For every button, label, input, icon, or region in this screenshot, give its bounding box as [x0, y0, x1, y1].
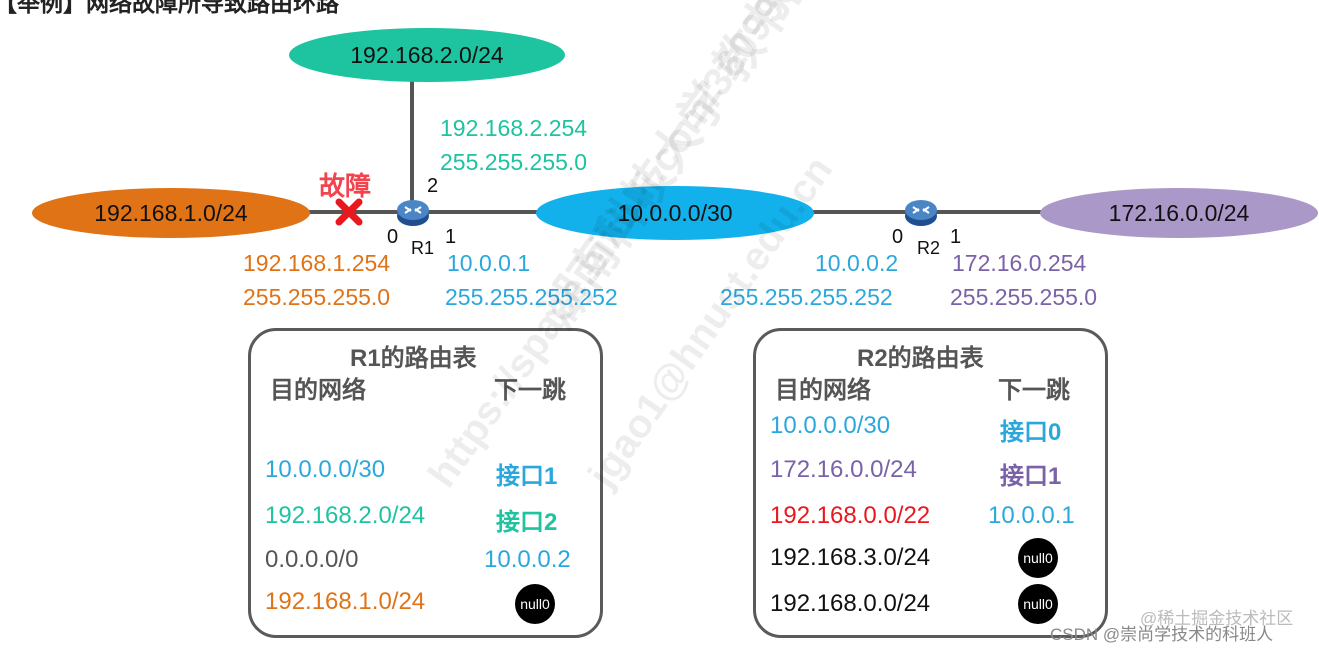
- r1-col-next: 下一跳: [494, 377, 566, 404]
- network-mid: 10.0.0.0/30: [536, 186, 814, 240]
- null0-badge: null0: [1018, 538, 1058, 578]
- table-row: 172.16.0.0/24: [770, 456, 917, 483]
- page-title: 【举例】网络故障所导致路由环路: [0, 0, 339, 16]
- table-row-next: 接口2: [496, 509, 558, 536]
- r1-port0-ip: 192.168.1.254: [243, 250, 391, 276]
- table-row: 192.168.0.0/24: [770, 590, 931, 617]
- router-r2-label: R2: [917, 238, 941, 258]
- null0-badge: null0: [1018, 584, 1058, 624]
- r1-port2-mask: 255.255.255.0: [440, 149, 588, 175]
- network-right: 172.16.0.0/24: [1040, 188, 1318, 238]
- r2-port0-mask: 255.255.255.252: [720, 284, 893, 310]
- router-r1-label: R1: [411, 238, 435, 258]
- r2-port1-ip: 172.16.0.254: [952, 250, 1087, 276]
- table-row-next: 10.0.0.2: [484, 546, 571, 573]
- table-row-next: 接口1: [496, 463, 558, 490]
- r1-port-1: 1: [445, 226, 457, 248]
- r1-port2-ip: 192.168.2.254: [440, 115, 588, 141]
- table-row-next: 10.0.0.1: [988, 502, 1075, 529]
- table-row: 192.168.2.0/24: [265, 502, 426, 529]
- table-row: 0.0.0.0/0: [265, 546, 359, 573]
- csdn-watermark: CSDN @崇尚学技术的科班人: [1050, 625, 1274, 644]
- r2-col-dest: 目的网络: [775, 377, 871, 404]
- r2-port0-ip: 10.0.0.2: [815, 250, 899, 276]
- r2-port-1: 1: [950, 226, 962, 248]
- table-row-next: 接口1: [1000, 463, 1062, 490]
- table-row: 10.0.0.0/30: [770, 412, 891, 439]
- r2-col-next: 下一跳: [998, 377, 1070, 404]
- r1-port-2: 2: [427, 175, 439, 197]
- table-row-next: 接口0: [1000, 419, 1062, 446]
- network-left: 192.168.1.0/24: [32, 188, 310, 238]
- table-row: 192.168.3.0/24: [770, 544, 931, 571]
- fault-label: 故障: [319, 171, 372, 201]
- r1-port-0: 0: [387, 226, 399, 248]
- network-top: 192.168.2.0/24: [289, 28, 565, 82]
- router-r1-icon: [397, 200, 429, 226]
- router-r2-icon: [905, 200, 937, 226]
- r1-port1-mask: 255.255.255.252: [445, 284, 618, 310]
- r1-port0-mask: 255.255.255.0: [243, 284, 391, 310]
- r2-port1-mask: 255.255.255.0: [950, 284, 1098, 310]
- r1-col-dest: 目的网络: [270, 377, 366, 404]
- fault-x-icon: [335, 198, 363, 226]
- r2-port-0: 0: [892, 226, 904, 248]
- r1-table-title: R1的路由表: [350, 345, 477, 372]
- table-row: 192.168.1.0/24: [265, 588, 426, 615]
- table-row: 192.168.0.0/22: [770, 502, 931, 529]
- null0-badge: null0: [515, 584, 555, 624]
- r2-table-title: R2的路由表: [857, 345, 984, 372]
- r1-port1-ip: 10.0.0.1: [447, 250, 531, 276]
- juejin-watermark: @稀土掘金技术社区: [1140, 609, 1294, 628]
- table-row: 10.0.0.0/30: [265, 456, 386, 483]
